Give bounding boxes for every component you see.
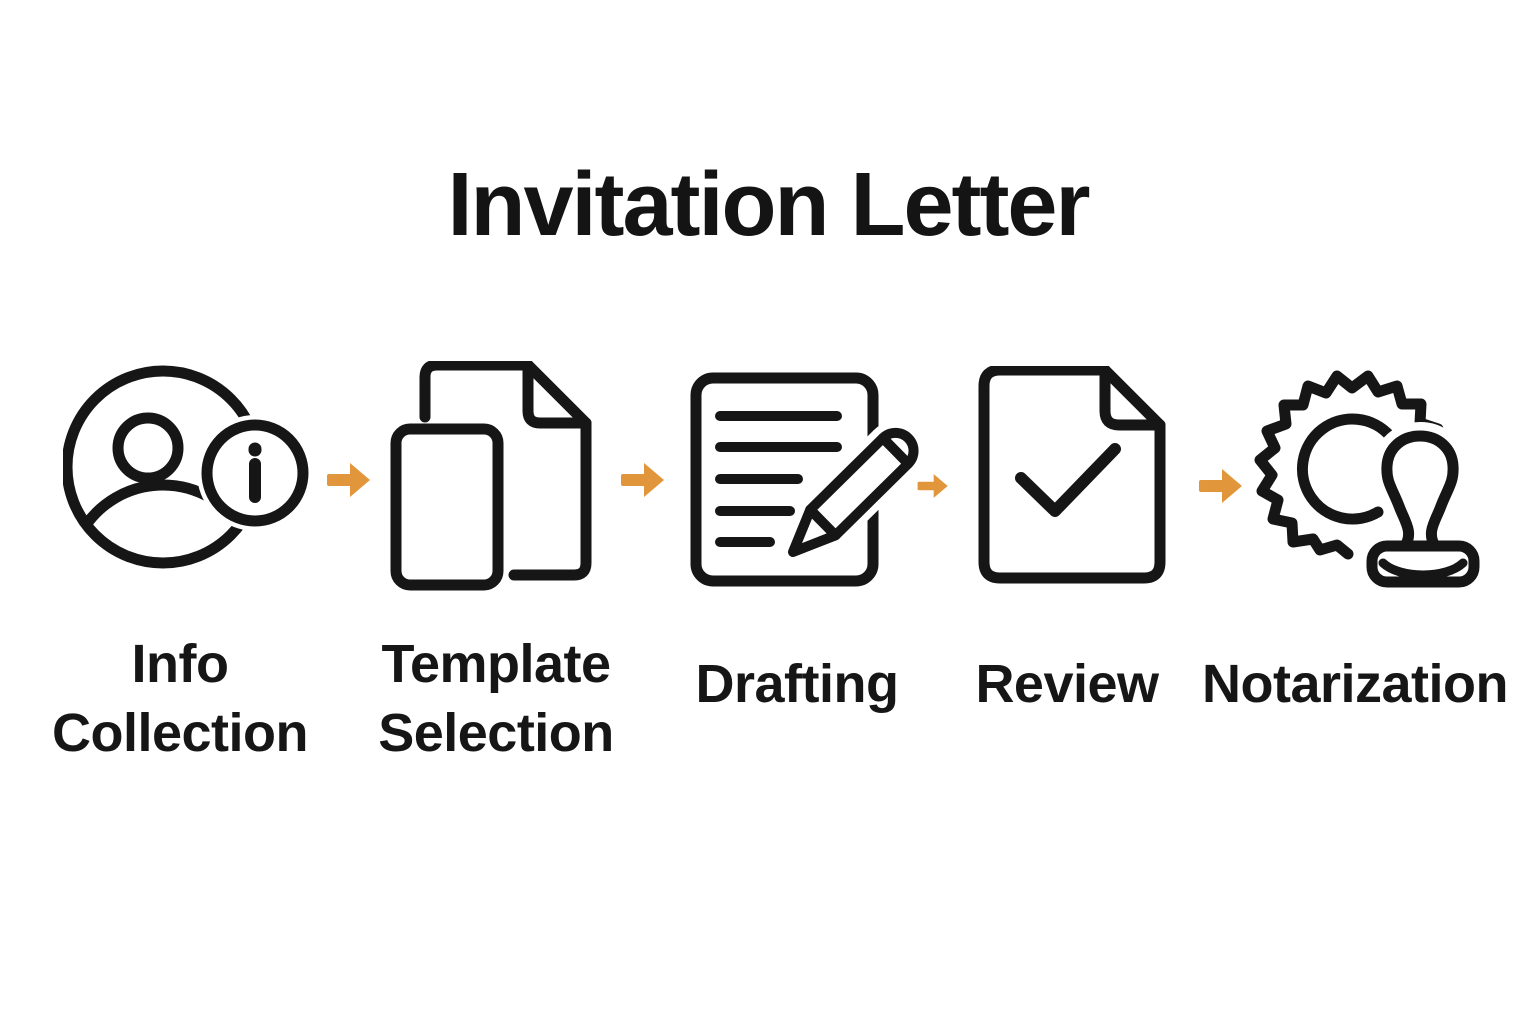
arrow-right-icon [1199,469,1242,503]
step-label-review: Review [975,654,1159,714]
step-label-template-selection: Template Selection [378,634,614,763]
document-pen-icon [690,372,926,587]
step-label-notarization: Notarization [1201,654,1509,714]
step-label-info-collection: Info Collection [51,634,309,763]
person-info-icon [63,365,311,569]
arrow-right-icon [621,463,664,497]
arrow-right-icon [327,463,370,497]
document-check-icon [978,366,1166,584]
arrow-right-icon [917,474,948,498]
seal-stamp-icon [1254,370,1480,588]
documents-icon [390,361,592,591]
step-label-drafting: Drafting [695,654,899,714]
page-title: Invitation Letter [447,155,1090,256]
